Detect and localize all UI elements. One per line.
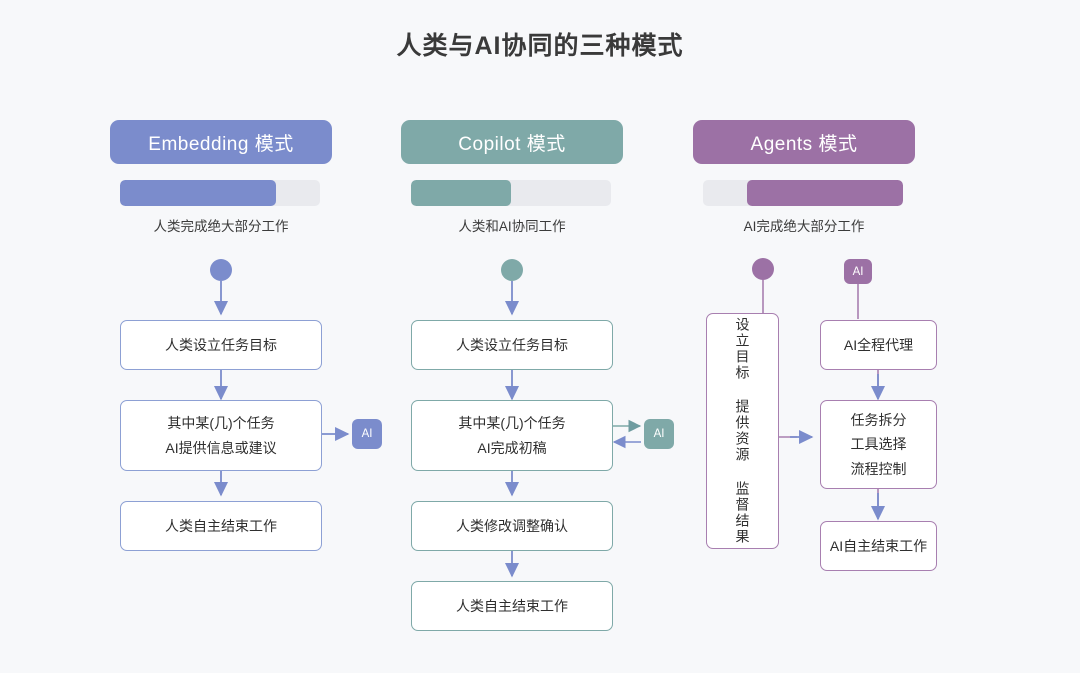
start-dot-copilot <box>501 259 523 281</box>
node-line: 人类修改调整确认 <box>456 517 568 534</box>
node-line: AI全程代理 <box>843 336 914 353</box>
workload-bar-copilot <box>411 180 611 206</box>
node-embedding-ai-assist: 其中某(几)个任务 AI提供信息或建议 <box>120 400 322 471</box>
ai-badge-agents: AI <box>844 259 872 284</box>
node-copilot-goal: 人类设立任务目标 <box>411 320 613 370</box>
mode-header-copilot: Copilot 模式 <box>401 120 623 164</box>
mode-header-embedding: Embedding 模式 <box>110 120 332 164</box>
node-line: 其中某(几)个任务 <box>458 415 566 431</box>
node-embedding-finish: 人类自主结束工作 <box>120 501 322 551</box>
page-title: 人类与AI协同的三种模式 <box>396 32 684 60</box>
node-copilot-finish: 人类自主结束工作 <box>411 581 613 631</box>
node-copilot-human-revise: 人类修改调整确认 <box>411 501 613 551</box>
workload-bar-fill-embedding <box>120 180 276 206</box>
workload-caption-embedding: 人类完成绝大部分工作 <box>153 219 289 234</box>
node-agents-ai-finish: AI自主结束工作 <box>820 521 937 571</box>
node-line: AI完成初稿 <box>477 439 547 456</box>
node-line: 人类自主结束工作 <box>456 597 568 614</box>
start-dot-embedding <box>210 259 232 281</box>
node-line: 流程控制 <box>850 460 907 477</box>
ai-badge-copilot: AI <box>644 419 674 449</box>
node-copilot-ai-draft: 其中某(几)个任务 AI完成初稿 <box>411 400 613 471</box>
workload-bar-embedding <box>120 180 320 206</box>
workload-bar-fill-copilot <box>411 180 511 206</box>
node-line: AI自主结束工作 <box>829 537 928 554</box>
workload-caption-copilot: 人类和AI协同工作 <box>458 219 566 234</box>
node-embedding-goal: 人类设立任务目标 <box>120 320 322 370</box>
workload-bar-fill-agents <box>747 180 903 206</box>
node-line: AI提供信息或建议 <box>165 439 277 456</box>
mode-header-agents: Agents 模式 <box>693 120 915 164</box>
node-line: 人类设立任务目标 <box>165 336 277 353</box>
start-dot-agents <box>752 258 774 280</box>
node-line: 人类自主结束工作 <box>165 517 277 534</box>
node-line: 人类设立任务目标 <box>456 336 568 353</box>
node-line: 设立目标 提供资源 监督结果 <box>734 317 751 545</box>
node-agents-ai-full-agent: AI全程代理 <box>820 320 937 370</box>
ai-badge-embedding: AI <box>352 419 382 449</box>
node-line: 工具选择 <box>850 436 907 453</box>
node-agents-human-oversight: 设立目标 提供资源 监督结果 <box>706 313 779 549</box>
node-line: 其中某(几)个任务 <box>167 415 275 431</box>
workload-bar-agents <box>703 180 903 206</box>
node-line: 任务拆分 <box>850 411 907 428</box>
node-agents-ai-planning: 任务拆分 工具选择 流程控制 <box>820 400 937 489</box>
workload-caption-agents: AI完成绝大部分工作 <box>743 219 865 234</box>
